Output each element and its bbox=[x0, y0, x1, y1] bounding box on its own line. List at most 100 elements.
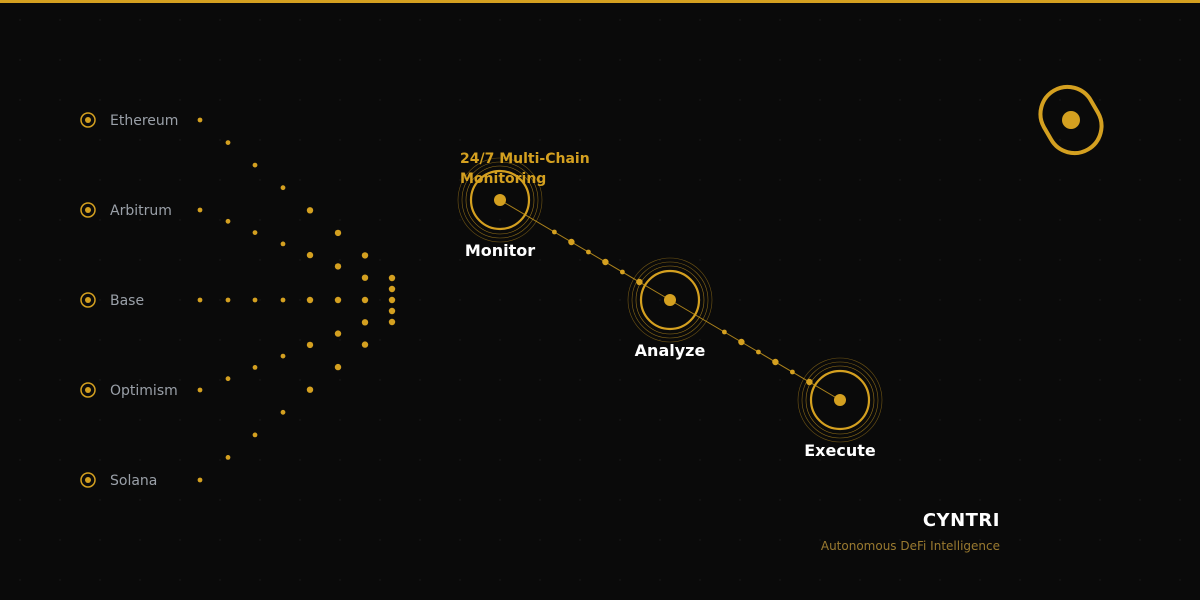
grid-dot bbox=[859, 179, 861, 181]
grid-dot bbox=[139, 419, 141, 421]
stream-dot bbox=[334, 330, 342, 337]
chain-item-ethereum: Ethereum bbox=[80, 112, 178, 129]
grid-dot bbox=[1019, 499, 1021, 501]
grid-dot bbox=[659, 459, 661, 461]
grid-dot bbox=[1179, 379, 1181, 381]
stage-label-monitor: Monitor bbox=[465, 241, 535, 260]
grid-dot bbox=[739, 459, 741, 461]
grid-dot bbox=[979, 579, 981, 581]
grid-dot bbox=[659, 179, 661, 181]
grid-dot bbox=[739, 299, 741, 301]
grid-dot bbox=[99, 19, 101, 21]
grid-dot bbox=[259, 299, 261, 301]
grid-dot bbox=[539, 59, 541, 61]
grid-dot bbox=[659, 419, 661, 421]
grid-dot bbox=[219, 339, 221, 341]
grid-dot bbox=[379, 59, 381, 61]
grid-dot bbox=[379, 19, 381, 21]
grid-dot bbox=[299, 579, 301, 581]
grid-dot bbox=[299, 379, 301, 381]
grid-dot bbox=[579, 579, 581, 581]
grid-dot bbox=[339, 219, 341, 221]
grid-dot bbox=[859, 339, 861, 341]
grid-dot bbox=[299, 259, 301, 261]
grid-dot bbox=[259, 99, 261, 101]
grid-dot bbox=[59, 459, 61, 461]
grid-dot bbox=[739, 579, 741, 581]
stage-execute: Execute bbox=[797, 357, 883, 460]
grid-dot bbox=[819, 339, 821, 341]
chain-node-core bbox=[85, 387, 91, 393]
grid-dot bbox=[1019, 459, 1021, 461]
grid-dot bbox=[899, 179, 901, 181]
grid-dot bbox=[979, 179, 981, 181]
grid-dot bbox=[979, 99, 981, 101]
grid-dot bbox=[899, 219, 901, 221]
stream-dot bbox=[280, 353, 286, 359]
stream-dot bbox=[225, 455, 231, 460]
stage-core bbox=[664, 294, 676, 306]
chain-item-optimism: Optimism bbox=[80, 382, 178, 399]
grid-dot bbox=[539, 459, 541, 461]
grid-dot bbox=[899, 19, 901, 21]
stream-dot bbox=[197, 387, 203, 393]
grid-dot bbox=[819, 219, 821, 221]
grid-dot bbox=[419, 539, 421, 541]
grid-dot bbox=[1019, 579, 1021, 581]
grid-dot bbox=[779, 179, 781, 181]
top-accent-bar bbox=[0, 0, 1200, 3]
grid-dot bbox=[659, 499, 661, 501]
stage-monitor: Monitor bbox=[457, 157, 543, 260]
grid-dot bbox=[299, 139, 301, 141]
grid-dot bbox=[459, 379, 461, 381]
stream-dot bbox=[197, 477, 203, 483]
grid-dot bbox=[819, 179, 821, 181]
grid-dot bbox=[1099, 539, 1101, 541]
stage-halo bbox=[627, 257, 713, 343]
grid-dot bbox=[659, 539, 661, 541]
grid-dot bbox=[1059, 419, 1061, 421]
grid-dot bbox=[99, 499, 101, 501]
stream-dot bbox=[252, 230, 258, 236]
grid-dot bbox=[59, 579, 61, 581]
grid-dot bbox=[219, 579, 221, 581]
grid-dot bbox=[379, 579, 381, 581]
grid-dot bbox=[139, 139, 141, 141]
grid-dot bbox=[1059, 179, 1061, 181]
grid-dot bbox=[899, 259, 901, 261]
grid-dot bbox=[139, 179, 141, 181]
grid-dot bbox=[819, 259, 821, 261]
grid-dot bbox=[419, 259, 421, 261]
chain-node-core bbox=[85, 297, 91, 303]
grid-dot bbox=[99, 139, 101, 141]
grid-dot bbox=[299, 19, 301, 21]
grid-dot bbox=[739, 139, 741, 141]
chain-node-core bbox=[85, 207, 91, 213]
grid-dot bbox=[499, 59, 501, 61]
grid-dot bbox=[459, 459, 461, 461]
grid-dot bbox=[59, 499, 61, 501]
grid-dot bbox=[1179, 59, 1181, 61]
grid-dot bbox=[619, 19, 621, 21]
grid-dot bbox=[19, 59, 21, 61]
grid-dot bbox=[1059, 219, 1061, 221]
grid-dot bbox=[19, 259, 21, 261]
grid-dot bbox=[299, 99, 301, 101]
grid-dot bbox=[299, 339, 301, 341]
grid-dot bbox=[739, 179, 741, 181]
grid-dot bbox=[339, 139, 341, 141]
grid-dot bbox=[779, 139, 781, 141]
grid-dot bbox=[139, 99, 141, 101]
grid-dot bbox=[1179, 339, 1181, 341]
grid-dot bbox=[1099, 459, 1101, 461]
grid-dot bbox=[619, 379, 621, 381]
grid-dot bbox=[979, 339, 981, 341]
grid-dot bbox=[259, 59, 261, 61]
stream-dot bbox=[306, 296, 314, 304]
grid-dot bbox=[259, 539, 261, 541]
grid-dot bbox=[899, 59, 901, 61]
grid-dot bbox=[659, 579, 661, 581]
grid-dot bbox=[1099, 99, 1101, 101]
grid-dot bbox=[659, 299, 661, 301]
